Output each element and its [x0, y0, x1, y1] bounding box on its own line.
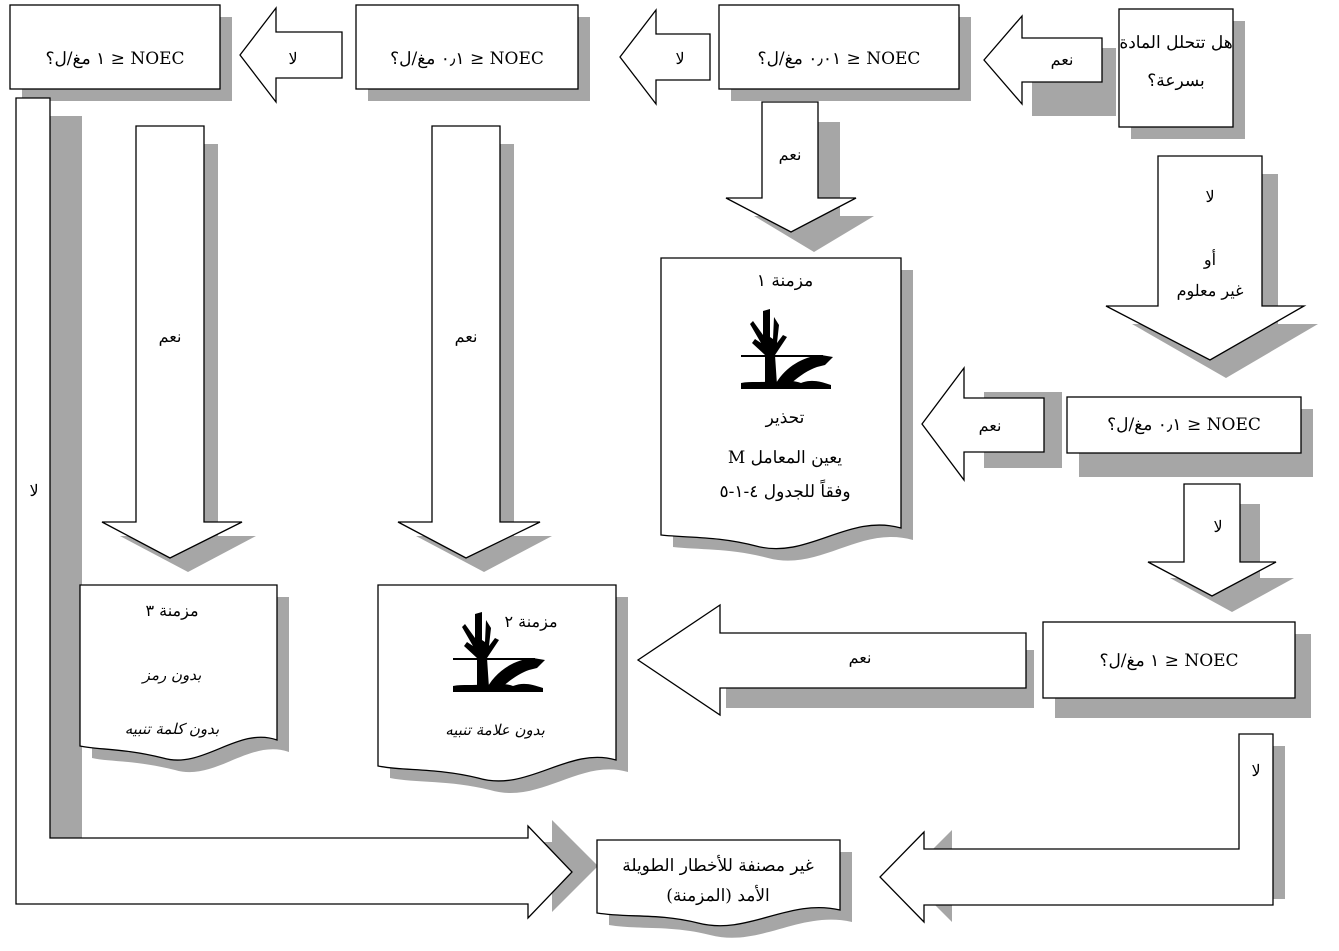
- label-yes: نعم: [779, 145, 802, 164]
- label-or: أو: [1203, 249, 1216, 269]
- label-yes: نعم: [455, 327, 478, 346]
- not-classified-box: غير مصنفة للأخطار الطويلة الأمد (المزمنة…: [596, 839, 841, 927]
- degrade-line2: بسرعة؟: [1147, 71, 1205, 91]
- q-top-01-text: NOEC ≤ ٠٫١ مغ/ل؟: [390, 49, 544, 69]
- arrow-no-01: لا: [239, 6, 343, 104]
- chronic-1-signal: تحذير: [765, 408, 805, 428]
- question-box-top-001: NOEC ≤ ٠٫٠١ مغ/ل؟: [718, 4, 960, 90]
- chronic-1-box: مزمنة ١ تحذير يعين المعامل M وفقاً للجدو…: [660, 257, 902, 550]
- chronic-3-title: مزمنة ٣: [145, 601, 198, 620]
- label-yes: نعم: [159, 327, 182, 346]
- arrow-no-1-to-not-classified: لا: [15, 97, 573, 920]
- label-yes: نعم: [849, 648, 872, 667]
- degrade-line1: هل تتحلل المادة: [1119, 33, 1232, 53]
- arrow-yes-01-down: نعم: [397, 125, 552, 572]
- arrow-no-unknown-down: لا أو غير معلوم: [1105, 155, 1318, 378]
- arrow-no-001: لا: [619, 8, 711, 106]
- chronic-3-no-signal: بدون كلمة تنبيه: [125, 720, 219, 738]
- arrow-yes-mid-1: نعم: [636, 603, 1034, 717]
- label-unknown: غير معلوم: [1177, 281, 1244, 300]
- label-yes: نعم: [979, 416, 1002, 435]
- label-no: لا: [29, 481, 38, 500]
- arrow-yes-degrade: نعم: [983, 14, 1116, 134]
- q-mid-1-text: NOEC ≤ ١ مغ/ل؟: [1099, 651, 1238, 671]
- not-classified-line2: الأمد (المزمنة): [666, 885, 770, 906]
- not-classified-line1: غير مصنفة للأخطار الطويلة: [622, 855, 814, 876]
- question-box-top-1: NOEC ≤ ١ مغ/ل؟: [9, 4, 221, 90]
- label-no: لا: [1213, 517, 1222, 536]
- question-box-mid-01: NOEC ≤ ٠٫١ مغ/ل؟: [1066, 396, 1302, 454]
- arrow-yes-001-down: نعم: [725, 101, 874, 252]
- chronic-1-table-ref: وفقاً للجدول ٤-١-٥: [719, 478, 850, 502]
- chronic-1-title: مزمنة ١: [757, 271, 813, 291]
- chronic-3-box: مزمنة ٣ بدون رمز بدون كلمة تنبيه: [79, 584, 278, 761]
- q-top-1-text: NOEC ≤ ١ مغ/ل؟: [45, 49, 184, 69]
- label-yes: نعم: [1051, 50, 1074, 69]
- arrow-yes-1-down: نعم: [101, 125, 256, 572]
- label-no: لا: [288, 49, 297, 68]
- chronic-3-no-symbol: بدون رمز: [141, 666, 202, 684]
- environment-pictogram-icon: [453, 612, 545, 692]
- q-mid-01-text: NOEC ≤ ٠٫١ مغ/ل؟: [1107, 415, 1261, 435]
- label-no: لا: [1205, 187, 1214, 206]
- environment-pictogram-icon: [741, 309, 833, 389]
- question-box-top-01: NOEC ≤ ٠٫١ مغ/ل؟: [355, 4, 579, 90]
- label-no: لا: [675, 49, 684, 68]
- arrow-no-mid-1-to-not-classified: لا: [879, 733, 1274, 924]
- chronic-2-title: مزمنة ٢: [504, 612, 557, 631]
- arrow-no-mid-01-down: لا: [1147, 483, 1294, 612]
- chronic-1-m-factor: يعين المعامل M: [728, 448, 843, 468]
- q-top-001-text: NOEC ≤ ٠٫٠١ مغ/ل؟: [758, 49, 921, 69]
- label-no: لا: [1251, 761, 1260, 780]
- chronic-2-box: مزمنة ٢ بدون علامة تنبيه: [377, 584, 617, 782]
- chronic-2-note: بدون علامة تنبيه: [445, 721, 545, 739]
- question-box-degrade: هل تتحلل المادة بسرعة؟: [1118, 8, 1234, 128]
- arrow-yes-mid-01: نعم: [921, 366, 1062, 482]
- question-box-mid-1: NOEC ≤ ١ مغ/ل؟: [1042, 621, 1296, 699]
